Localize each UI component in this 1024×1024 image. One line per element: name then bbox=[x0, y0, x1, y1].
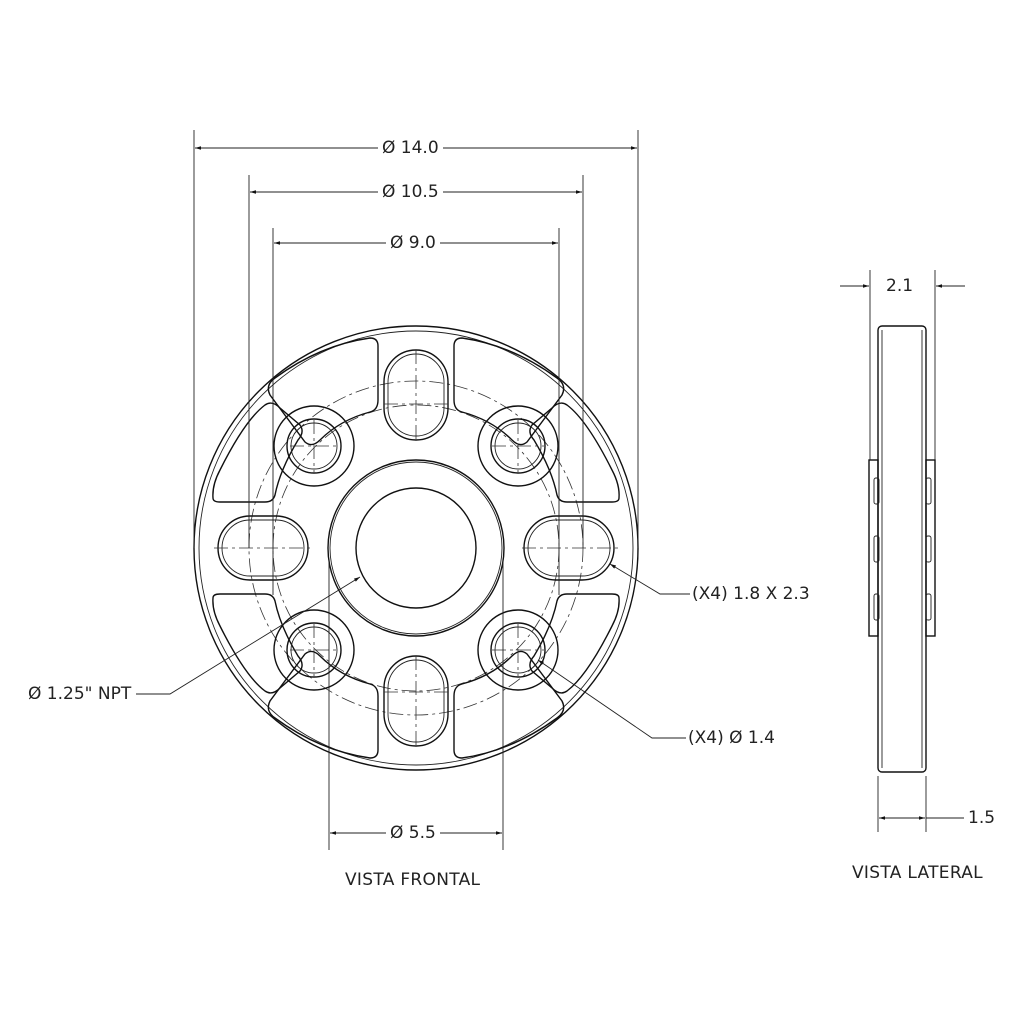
front-view bbox=[136, 130, 690, 850]
callout-slots: (X4) 1.8 X 2.3 bbox=[692, 584, 810, 604]
side-view-title: VISTA LATERAL bbox=[852, 863, 983, 883]
dim-outer-diameter: Ø 14.0 bbox=[378, 138, 443, 158]
leaders bbox=[136, 563, 690, 739]
pockets bbox=[212, 337, 620, 759]
dim-hub-diameter: Ø 5.5 bbox=[386, 823, 440, 843]
dim-slot-bolt-circle: Ø 10.5 bbox=[378, 182, 443, 202]
extension-lines bbox=[193, 130, 639, 850]
holes bbox=[273, 405, 559, 691]
callout-center-thread: Ø 1.25" NPT bbox=[28, 684, 132, 704]
dim-side-thickness: 1.5 bbox=[968, 808, 996, 828]
callout-holes: (X4) Ø 1.4 bbox=[688, 728, 775, 748]
dim-side-hub-width: 2.1 bbox=[886, 276, 914, 296]
center-marks bbox=[214, 350, 618, 748]
front-view-title: VISTA FRONTAL bbox=[345, 870, 481, 890]
dim-hole-bolt-circle: Ø 9.0 bbox=[386, 233, 440, 253]
side-view bbox=[840, 270, 965, 832]
